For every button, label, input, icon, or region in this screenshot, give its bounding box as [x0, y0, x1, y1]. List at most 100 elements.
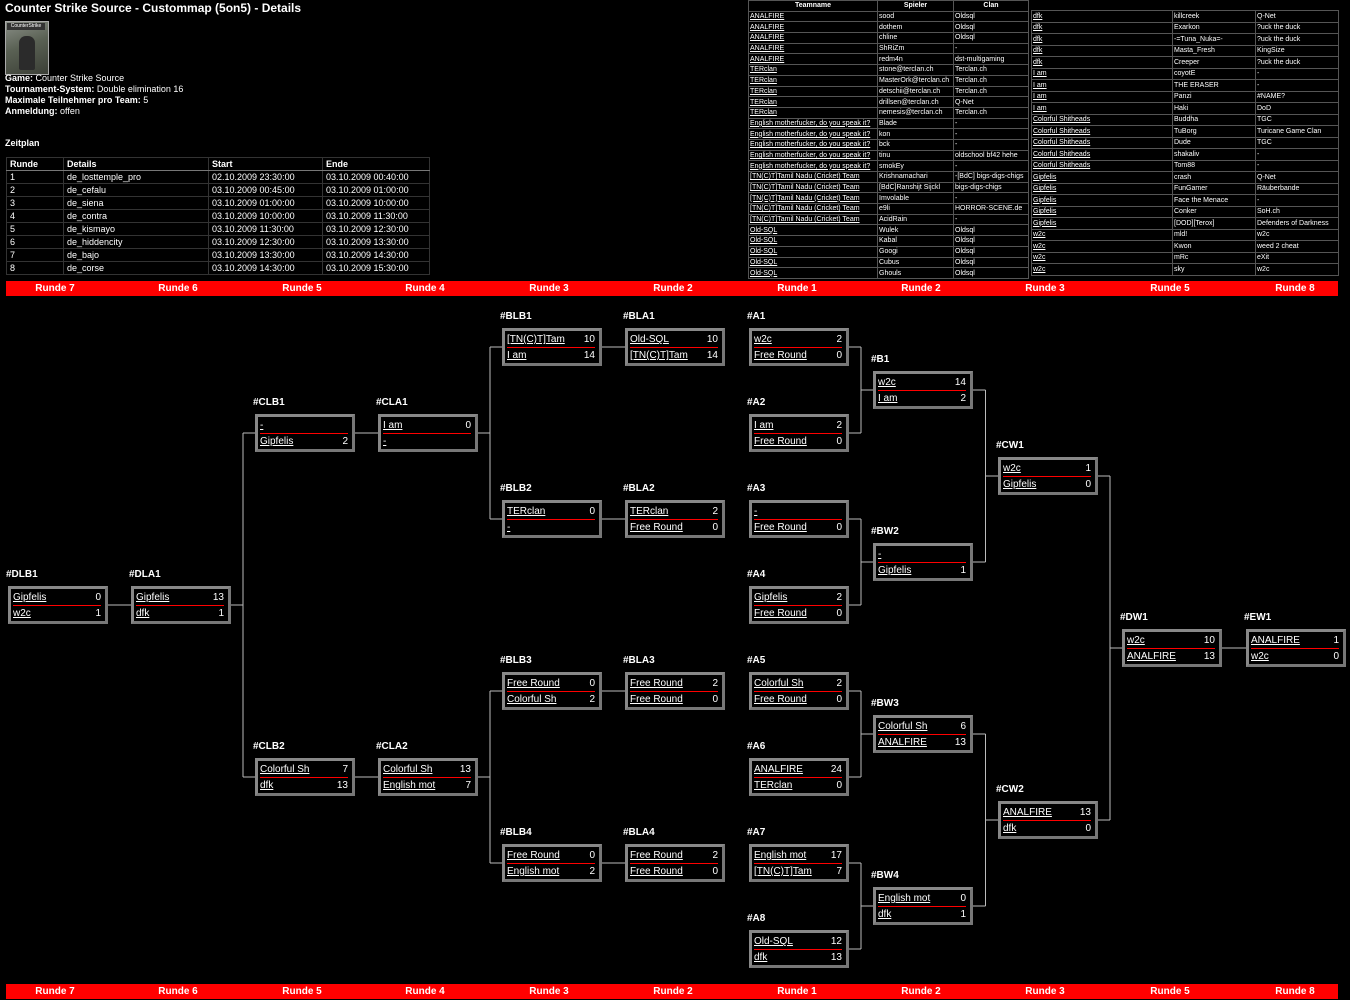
- team-link[interactable]: Free Round: [507, 678, 560, 689]
- team-link[interactable]: -: [383, 436, 387, 447]
- team-link[interactable]: Gipfelis: [260, 436, 294, 447]
- team-link[interactable]: ANALFIRE: [1127, 651, 1176, 662]
- team-link[interactable]: Free Round: [630, 866, 683, 877]
- clan-cell: KingSize: [1255, 44, 1339, 57]
- team-link[interactable]: w2c: [13, 608, 31, 619]
- match-id-cw1: #CW1: [996, 440, 1024, 451]
- team-link[interactable]: Colorful Sh: [383, 764, 433, 775]
- team-link[interactable]: [TN(C)T]Tam: [507, 334, 565, 345]
- team-link[interactable]: dfk: [260, 780, 274, 791]
- team-score: 0: [836, 436, 842, 447]
- team-link[interactable]: Free Round: [754, 436, 807, 447]
- team-link[interactable]: -: [878, 549, 882, 560]
- team-link[interactable]: TERclan: [507, 506, 546, 517]
- team-link[interactable]: Free Round: [754, 350, 807, 361]
- team-link[interactable]: dfk: [878, 909, 892, 920]
- team-link[interactable]: Colorful Sh: [878, 721, 928, 732]
- team-name-link[interactable]: w2c: [1031, 263, 1173, 276]
- team-link[interactable]: ANALFIRE: [1251, 635, 1300, 646]
- team-link[interactable]: w2c: [1251, 651, 1269, 662]
- team-link[interactable]: Gipfelis: [754, 592, 788, 603]
- team-link[interactable]: Free Round: [630, 694, 683, 705]
- team-name-link[interactable]: dfk: [1031, 44, 1173, 57]
- team-link[interactable]: Old-SQL: [630, 334, 669, 345]
- team-link[interactable]: dfk: [754, 952, 768, 963]
- team-link[interactable]: ANALFIRE: [1003, 807, 1052, 818]
- team-link[interactable]: Free Round: [754, 694, 807, 705]
- team-member-row: dfk-=Tuna_Nuka=-?uck the duck: [1031, 33, 1339, 46]
- team-link[interactable]: Gipfelis: [136, 592, 170, 603]
- team-score: 0: [95, 592, 101, 603]
- team-link[interactable]: English mot: [507, 866, 560, 877]
- team-score: 0: [589, 506, 595, 517]
- team-link[interactable]: English mot: [383, 780, 436, 791]
- team-link[interactable]: w2c: [754, 334, 772, 345]
- team-link[interactable]: Gipfelis: [1003, 479, 1037, 490]
- round-label: Runde 3: [1025, 283, 1065, 294]
- team-link[interactable]: dfk: [136, 608, 150, 619]
- team-link[interactable]: -: [260, 420, 264, 431]
- team-link[interactable]: English mot: [754, 850, 807, 861]
- team-score: 10: [706, 334, 718, 345]
- team-score: 12: [830, 936, 842, 947]
- team-link[interactable]: ANALFIRE: [878, 737, 927, 748]
- team-link[interactable]: I am: [383, 420, 403, 431]
- team-link[interactable]: w2c: [1003, 463, 1021, 474]
- team-link[interactable]: Free Round: [630, 522, 683, 533]
- team-link[interactable]: I am: [507, 350, 527, 361]
- round-label: Runde 4: [405, 283, 445, 294]
- team-score: 1: [1333, 635, 1339, 646]
- team-score: 0: [712, 694, 718, 705]
- team-link[interactable]: Colorful Sh: [507, 694, 557, 705]
- team-link[interactable]: Free Round: [630, 678, 683, 689]
- team-link[interactable]: w2c: [878, 377, 896, 388]
- team-score: 1: [218, 608, 224, 619]
- team-link[interactable]: TERclan: [754, 780, 793, 791]
- team-link[interactable]: [TN(C)T]Tam: [754, 866, 812, 877]
- team-link[interactable]: Gipfelis: [13, 592, 47, 603]
- team-link[interactable]: I am: [878, 393, 898, 404]
- team-link[interactable]: Gipfelis: [878, 565, 912, 576]
- team-link[interactable]: -: [754, 506, 758, 517]
- team-score: 2: [589, 694, 595, 705]
- team-score: 0: [960, 893, 966, 904]
- match-id-bw4: #BW4: [871, 870, 899, 881]
- team-link[interactable]: Colorful Sh: [260, 764, 310, 775]
- team-link[interactable]: -: [507, 522, 511, 533]
- team-link[interactable]: ANALFIRE: [754, 764, 803, 775]
- team-link[interactable]: Free Round: [754, 608, 807, 619]
- team-link[interactable]: [TN(C)T]Tam: [630, 350, 688, 361]
- team-name-link[interactable]: w2c: [1031, 228, 1173, 241]
- team-link[interactable]: dfk: [1003, 823, 1017, 834]
- team-link[interactable]: Colorful Sh: [754, 678, 804, 689]
- team-link[interactable]: w2c: [1127, 635, 1145, 646]
- team-link[interactable]: I am: [754, 420, 774, 431]
- team-link[interactable]: Free Round: [754, 522, 807, 533]
- team-name-link[interactable]: Gipfelis: [1031, 182, 1173, 195]
- team-link[interactable]: Free Round: [630, 850, 683, 861]
- team-link[interactable]: English mot: [878, 893, 931, 904]
- team-link[interactable]: Old-SQL: [754, 936, 793, 947]
- player-cell: Masta_Fresh: [1172, 44, 1256, 57]
- team-name-link[interactable]: Gipfelis: [1031, 205, 1173, 218]
- team-name-link[interactable]: Colorful Shitheads: [1031, 136, 1173, 149]
- team-name-link[interactable]: Colorful Shitheads: [1031, 159, 1173, 172]
- team-link[interactable]: TERclan: [630, 506, 669, 517]
- team-link[interactable]: Free Round: [507, 850, 560, 861]
- team-name-link[interactable]: Gipfelis: [1031, 171, 1173, 184]
- page-title: Counter Strike Source - Custommap (5on5)…: [5, 1, 302, 15]
- team-score: 0: [589, 678, 595, 689]
